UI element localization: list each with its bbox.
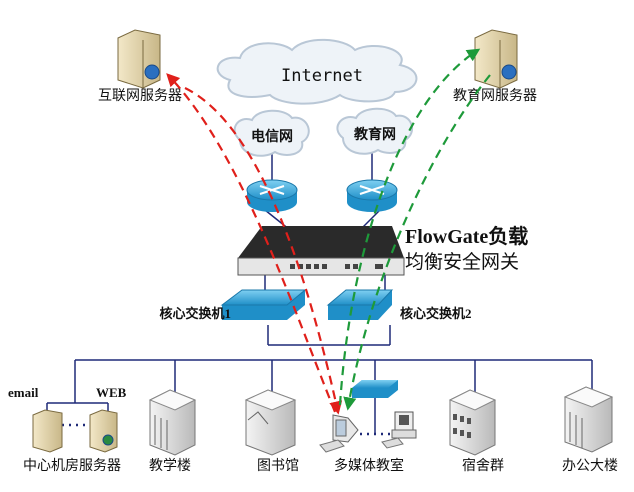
internet-server-label: 互联网服务器 [98, 88, 182, 104]
router-icon [346, 179, 398, 212]
building-label: 图书馆 [257, 458, 299, 474]
svg-text:教育网: 教育网 [354, 126, 396, 143]
building-label: 教学楼 [149, 458, 191, 474]
svg-text:电信网: 电信网 [251, 128, 293, 145]
edu-server-label: 教育网服务器 [453, 88, 537, 104]
edu-server-icon [474, 29, 518, 89]
internet-server-icon [117, 29, 161, 89]
core-switch-2-icon [326, 289, 394, 320]
gateway-title: FlowGate负载 [405, 224, 528, 248]
dormitory-icon [448, 389, 497, 456]
library-icon [244, 389, 297, 456]
teaching-building-icon [148, 389, 197, 456]
internet-label: Internet [281, 66, 363, 86]
office-building-icon [563, 386, 614, 453]
building-labels: 中心机房服务器 教学楼 图书馆 多媒体教室 宿舍群 办公大楼 [23, 457, 618, 474]
gateway-device [237, 226, 405, 276]
core-switch-2-label: 核心交换机2 [400, 306, 472, 321]
building-label: 办公大楼 [562, 458, 618, 474]
building-label: 宿舍群 [462, 457, 504, 474]
building-label: 中心机房服务器 [23, 458, 121, 474]
multimedia-classroom-icon [319, 411, 417, 453]
internet-cloud: Internet [216, 38, 418, 105]
core-switch-1-icon [220, 289, 307, 320]
access-switch-icon [352, 380, 398, 398]
core-switch-1-label: 核心交换机1 [159, 306, 231, 321]
education-traffic-path [338, 48, 491, 411]
router-icon [246, 179, 298, 212]
telecom-cloud: 电信网 [233, 109, 310, 157]
gateway-subtitle: 均衡安全网关 [405, 251, 519, 273]
web-server-icon [89, 409, 118, 453]
education-cloud: 教育网 [336, 107, 414, 155]
building-label: 多媒体教室 [334, 457, 404, 474]
telecom-traffic-path [166, 73, 343, 415]
email-server-icon [32, 409, 63, 453]
web-label: WEB [96, 385, 127, 400]
network-links [46, 148, 593, 435]
email-label: email [8, 385, 39, 400]
